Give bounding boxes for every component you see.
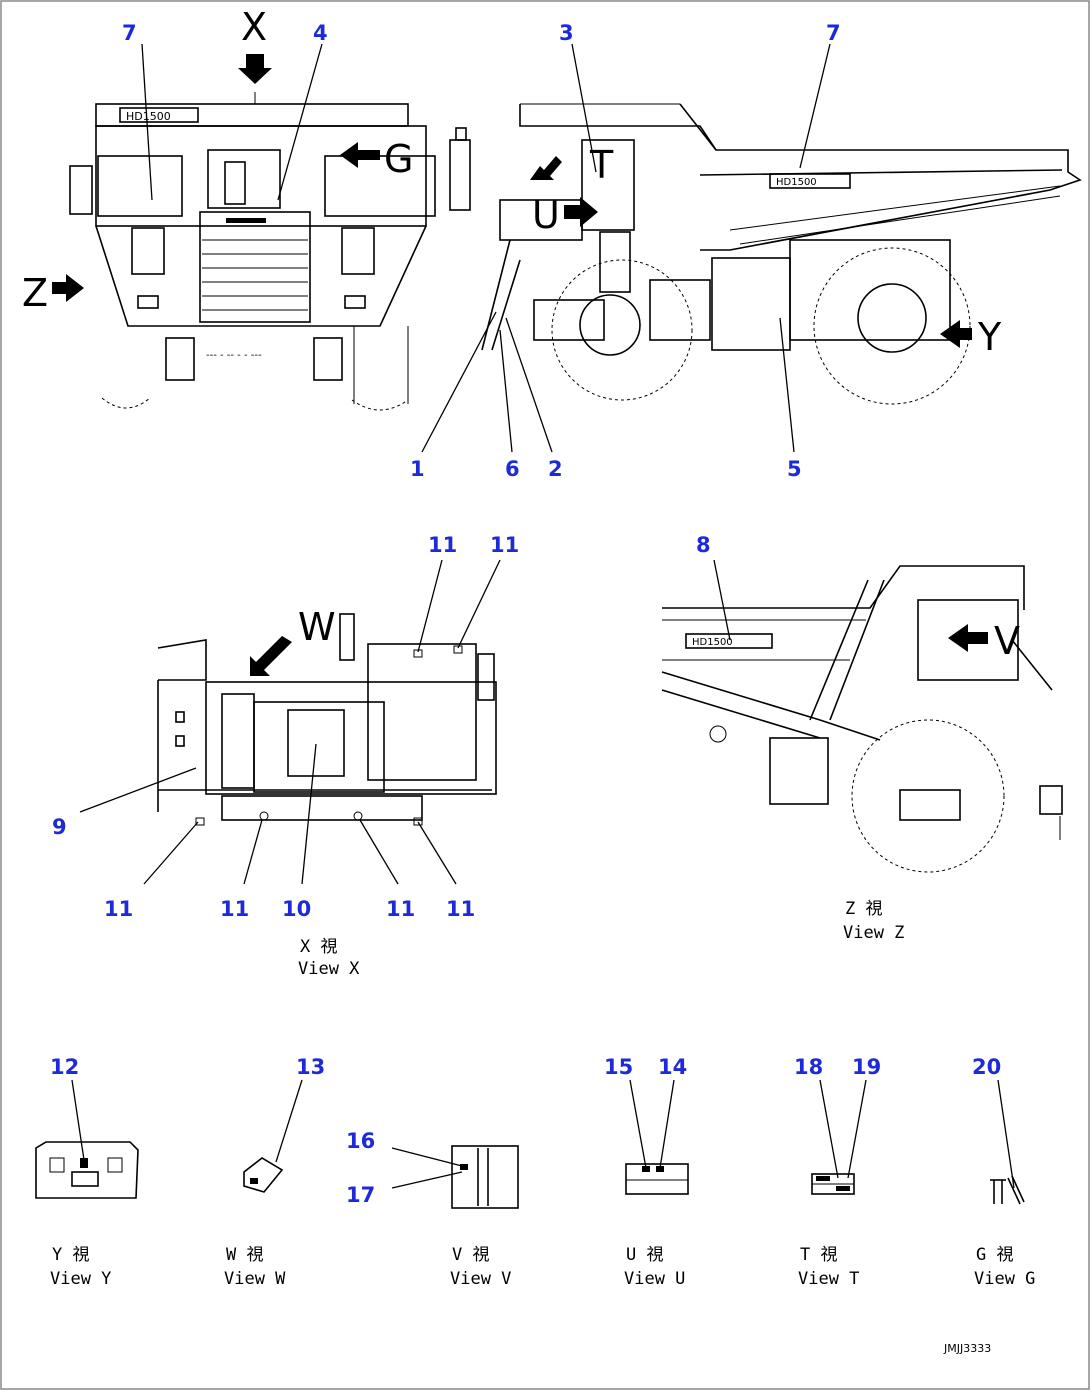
callout-10: 10: [282, 897, 311, 921]
marker-w: W: [298, 605, 336, 649]
callout-19: 19: [852, 1055, 881, 1079]
arrow-y: Y: [940, 315, 1002, 359]
caption-view-g-jp: G 視: [976, 1245, 1013, 1265]
caption-view-z-jp: Z 視: [845, 899, 882, 919]
caption-view-u-jp: U 視: [626, 1245, 663, 1265]
view-u-detail: [625, 1079, 689, 1195]
callout-12: 12: [50, 1055, 79, 1079]
callout-8: 8: [696, 533, 711, 557]
callout-1: 1: [410, 457, 425, 481]
callout-14: 14: [658, 1055, 687, 1079]
view-z-drawing: HD1500: [661, 565, 1063, 873]
callout-11-a: 11: [428, 533, 457, 557]
callout-15: 15: [604, 1055, 633, 1079]
callout-5: 5: [787, 457, 802, 481]
marker-y: Y: [977, 315, 1002, 359]
arrow-w: W: [250, 605, 336, 676]
arrow-u: U: [530, 156, 598, 237]
caption-view-v-en: View V: [450, 1269, 511, 1289]
caption-view-w-en: View W: [224, 1269, 286, 1289]
marker-v: V: [994, 619, 1020, 663]
callout-11-d: 11: [220, 897, 249, 921]
front-emblem: HD1500: [126, 110, 171, 123]
side-view-truck: HD1500: [481, 103, 1082, 405]
document-code: JMJJ3333: [943, 1342, 991, 1355]
marker-t: T: [589, 143, 614, 187]
callout-7-front: 7: [122, 21, 137, 45]
side-emblem: HD1500: [776, 177, 817, 188]
arrow-v: V: [948, 619, 1020, 663]
arrow-g: G: [340, 137, 413, 181]
view-x-drawing: [157, 613, 497, 826]
caption-view-z-en: View Z: [843, 923, 904, 943]
callout-20: 20: [972, 1055, 1001, 1079]
caption-view-t-jp: T 視: [800, 1245, 837, 1265]
callout-7-side: 7: [826, 21, 841, 45]
callout-17: 17: [346, 1183, 375, 1207]
marker-g: G: [384, 137, 413, 181]
caption-view-w-jp: W 視: [226, 1245, 263, 1265]
arrow-t: T: [589, 143, 614, 187]
callout-9: 9: [52, 815, 67, 839]
view-t-detail: [811, 1079, 867, 1195]
svg-text:--- - -- - - ---: --- - -- - - ---: [206, 350, 262, 361]
arrow-z: Z: [22, 271, 84, 315]
caption-view-y-jp: Y 視: [52, 1245, 89, 1265]
callout-11-c: 11: [104, 897, 133, 921]
z-emblem: HD1500: [692, 637, 733, 648]
caption-view-g-en: View G: [974, 1269, 1035, 1289]
callout-13: 13: [296, 1055, 325, 1079]
callout-2: 2: [548, 457, 563, 481]
view-v-detail: [391, 1145, 519, 1209]
callout-4: 4: [313, 21, 328, 45]
callout-11-f: 11: [446, 897, 475, 921]
view-y-detail: [35, 1079, 139, 1199]
callout-11-e: 11: [386, 897, 415, 921]
callout-3: 3: [559, 21, 574, 45]
caption-view-x-jp: X 視: [300, 937, 337, 957]
callout-16: 16: [346, 1129, 375, 1153]
callout-18: 18: [794, 1055, 823, 1079]
view-w-detail: [243, 1079, 303, 1193]
caption-view-x-en: View X: [298, 959, 360, 979]
caption-view-t-en: View T: [798, 1269, 859, 1289]
caption-view-u-en: View U: [624, 1269, 685, 1289]
caption-view-y-en: View Y: [50, 1269, 111, 1289]
marker-z: Z: [22, 271, 48, 315]
callout-6: 6: [505, 457, 520, 481]
marker-u: U: [532, 193, 560, 237]
caption-view-v-jp: V 視: [452, 1245, 489, 1265]
arrow-x: X: [238, 5, 272, 84]
marker-x: X: [241, 5, 267, 49]
view-g-detail: [990, 1079, 1025, 1205]
callout-11-b: 11: [490, 533, 519, 557]
